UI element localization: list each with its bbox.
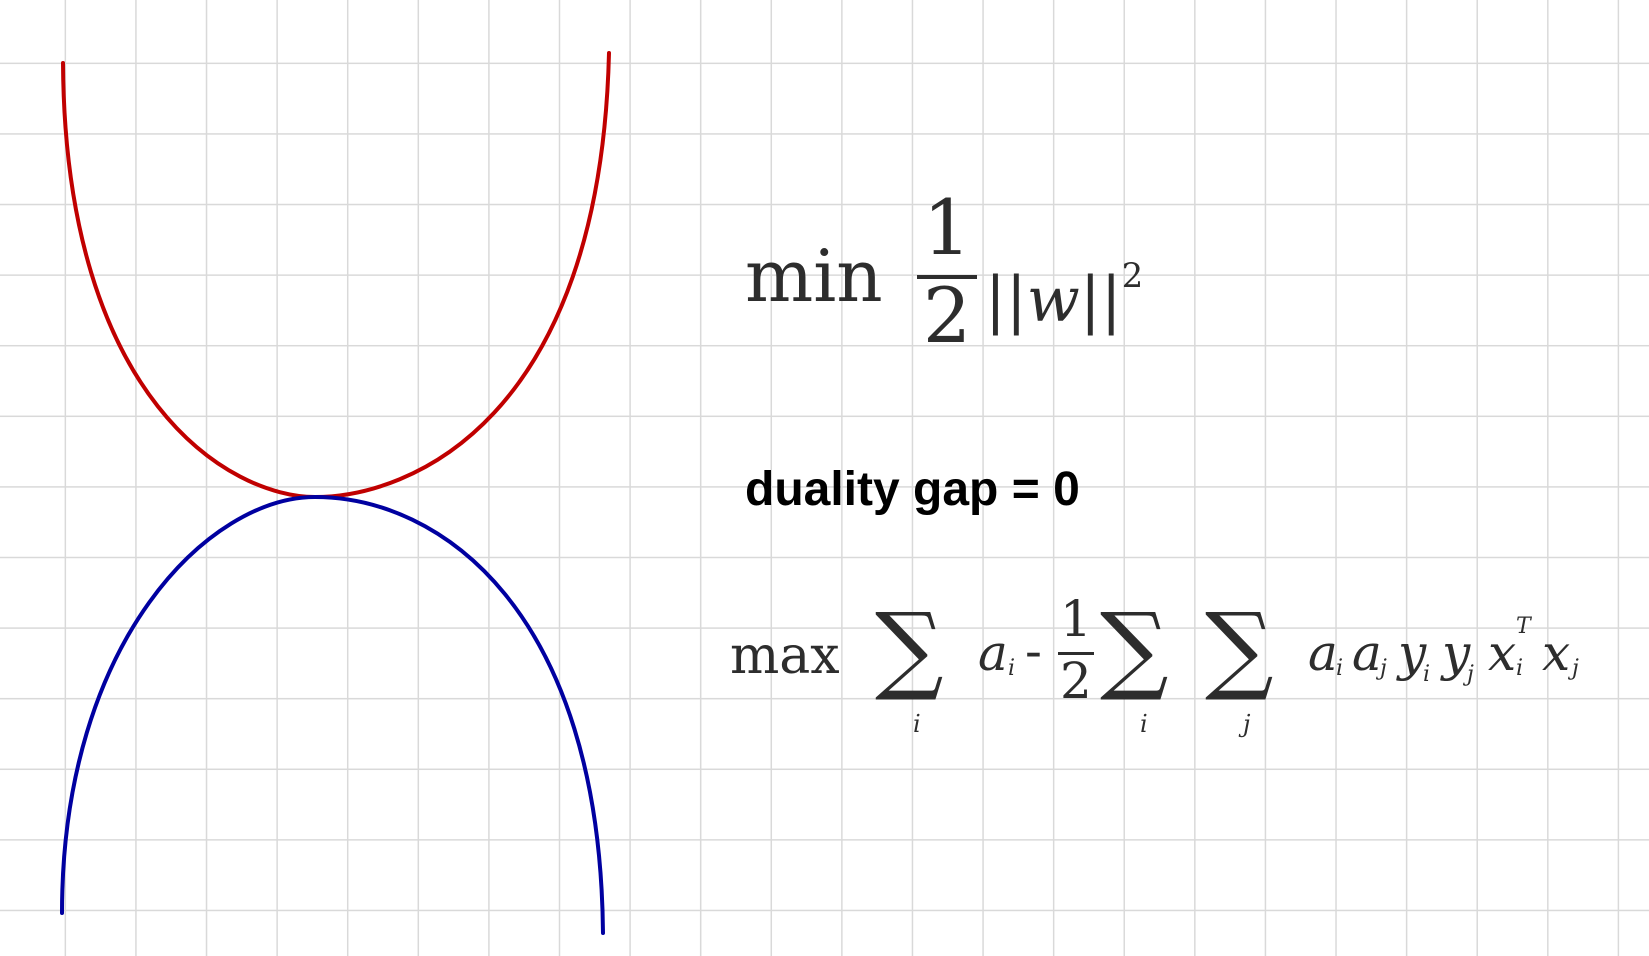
sum-symbol-3: ∑ — [1205, 592, 1274, 704]
alpha-term: a — [978, 624, 1008, 682]
dual-fraction-numerator: 1 — [1060, 590, 1092, 648]
x-i-transpose: T — [1516, 614, 1531, 639]
dual-fraction-denominator: 2 — [1060, 652, 1092, 710]
x-j: x — [1542, 624, 1571, 682]
norm-power: 2 — [1121, 256, 1144, 296]
fraction-bar — [917, 275, 977, 279]
half-fraction: 1 2 — [917, 183, 977, 354]
dual-curve — [60, 494, 605, 935]
sum-index-1: i — [913, 710, 921, 738]
min-operator: min — [745, 234, 883, 318]
y-j-sub: j — [1467, 662, 1474, 687]
dual-formula: max ∑ i a i - 1 2 ∑ i ∑ j a i a j y i y … — [730, 592, 1630, 750]
alpha-j: a — [1352, 624, 1382, 682]
fraction-denominator: 2 — [922, 271, 972, 360]
primal-curve — [61, 51, 611, 500]
alpha-j-sub: j — [1380, 656, 1387, 681]
alpha-i-sub: i — [1336, 656, 1344, 681]
x-i: x — [1488, 624, 1517, 682]
alpha-term-sub: i — [1008, 656, 1016, 681]
x-j-sub: j — [1572, 656, 1579, 681]
y-j: y — [1442, 624, 1471, 682]
norm-term: ||w||2 — [985, 240, 1143, 336]
dual-fraction-bar — [1058, 652, 1094, 655]
sum-index-2: i — [1140, 710, 1148, 738]
minus-sign: - — [1025, 622, 1042, 680]
y-i: y — [1398, 624, 1427, 682]
y-i-sub: i — [1423, 662, 1431, 687]
duality-gap-label: duality gap = 0 — [745, 463, 1080, 516]
max-operator: max — [730, 626, 840, 686]
sum-symbol-2: ∑ — [1100, 592, 1169, 704]
sum-symbol-1: ∑ — [875, 592, 944, 704]
alpha-i: a — [1308, 624, 1338, 682]
fraction-numerator: 1 — [922, 183, 972, 272]
sum-index-3: j — [1243, 710, 1251, 738]
x-i-sub: i — [1516, 656, 1524, 681]
norm-w: ||w|| — [985, 263, 1122, 336]
